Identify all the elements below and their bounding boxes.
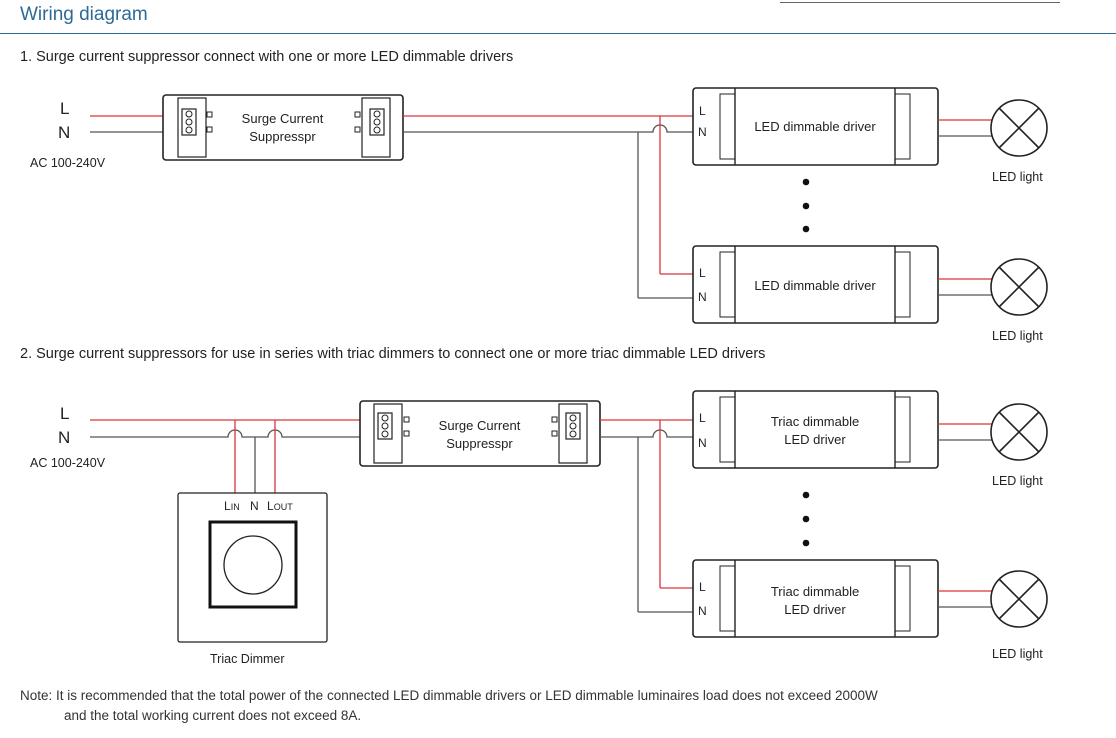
input-N-label-2: N bbox=[58, 428, 71, 447]
input-N-label-1: N bbox=[58, 123, 71, 142]
input-L-label-1: L bbox=[60, 99, 70, 118]
driver-2a bbox=[692, 390, 939, 469]
lamp-2b bbox=[990, 570, 1048, 628]
driver-2b-N: N bbox=[698, 604, 707, 618]
ac-label-2: AC 100-240V bbox=[30, 456, 106, 470]
dimmer-lin-label: LIN bbox=[224, 499, 240, 513]
section2-heading: 2. Surge current suppressors for use in … bbox=[20, 346, 766, 362]
suppressor-1-label: Surge Current Suppresspr bbox=[215, 110, 350, 146]
suppressor-2 bbox=[359, 400, 601, 467]
section1-heading: 1. Surge current suppressor connect with… bbox=[20, 49, 514, 65]
note-prefix: Note: bbox=[20, 688, 53, 703]
top-divider bbox=[780, 2, 1060, 3]
driver-2a-line2: LED driver bbox=[784, 432, 846, 447]
suppressor-1 bbox=[162, 94, 404, 161]
driver-2b-line2: LED driver bbox=[784, 602, 846, 617]
input-L-label-2: L bbox=[60, 404, 70, 423]
suppressor-2-label: Surge Current Suppresspr bbox=[412, 417, 547, 453]
dimmer-lout-label: LOUT bbox=[267, 499, 293, 513]
lamp-2b-label: LED light bbox=[992, 647, 1043, 661]
driver-1a-label: LED dimmable driver bbox=[754, 119, 876, 134]
lamp-1b bbox=[990, 258, 1048, 316]
page-title: Wiring diagram bbox=[20, 4, 148, 25]
note: Note: It is recommended that the total p… bbox=[20, 687, 878, 705]
ac-label-1: AC 100-240V bbox=[30, 156, 106, 170]
driver-1b-N: N bbox=[698, 290, 707, 304]
dimmer-label: Triac Dimmer bbox=[210, 652, 285, 666]
driver-1a-L: L bbox=[699, 104, 706, 118]
driver-2a-L: L bbox=[699, 411, 706, 425]
driver-1b-L: L bbox=[699, 266, 706, 280]
driver-2a-N: N bbox=[698, 436, 707, 450]
suppressor-2-line1: Surge Current bbox=[438, 418, 521, 433]
lamp-1b-label: LED light bbox=[992, 329, 1043, 343]
driver-1b-label: LED dimmable driver bbox=[754, 278, 876, 293]
dimmer-n-label: N bbox=[250, 499, 259, 513]
driver-1a bbox=[692, 87, 939, 166]
driver-2a-line1: Triac dimmable bbox=[770, 414, 860, 429]
lamp-2a-label: LED light bbox=[992, 474, 1043, 488]
lamp-1a-label: LED light bbox=[992, 170, 1043, 184]
driver-1a-N: N bbox=[698, 125, 707, 139]
title-rule bbox=[0, 33, 1116, 34]
driver-2a-label: Triac dimmable LED driver bbox=[740, 413, 890, 449]
driver-2b bbox=[692, 559, 939, 638]
suppressor-1-line1: Surge Current bbox=[241, 111, 324, 126]
suppressor-1-line2: Suppresspr bbox=[249, 129, 316, 144]
driver-2b-L: L bbox=[699, 580, 706, 594]
triac-dimmer bbox=[177, 492, 328, 643]
driver-2b-label: Triac dimmable LED driver bbox=[740, 583, 890, 619]
driver-2b-line1: Triac dimmable bbox=[770, 584, 860, 599]
driver-1b bbox=[692, 245, 939, 324]
note-line2: and the total working current does not e… bbox=[64, 708, 362, 723]
lamp-2a bbox=[990, 403, 1048, 461]
suppressor-2-line2: Suppresspr bbox=[446, 436, 513, 451]
note-line1: It is recommended that the total power o… bbox=[56, 688, 878, 703]
lamp-1a bbox=[990, 99, 1048, 157]
